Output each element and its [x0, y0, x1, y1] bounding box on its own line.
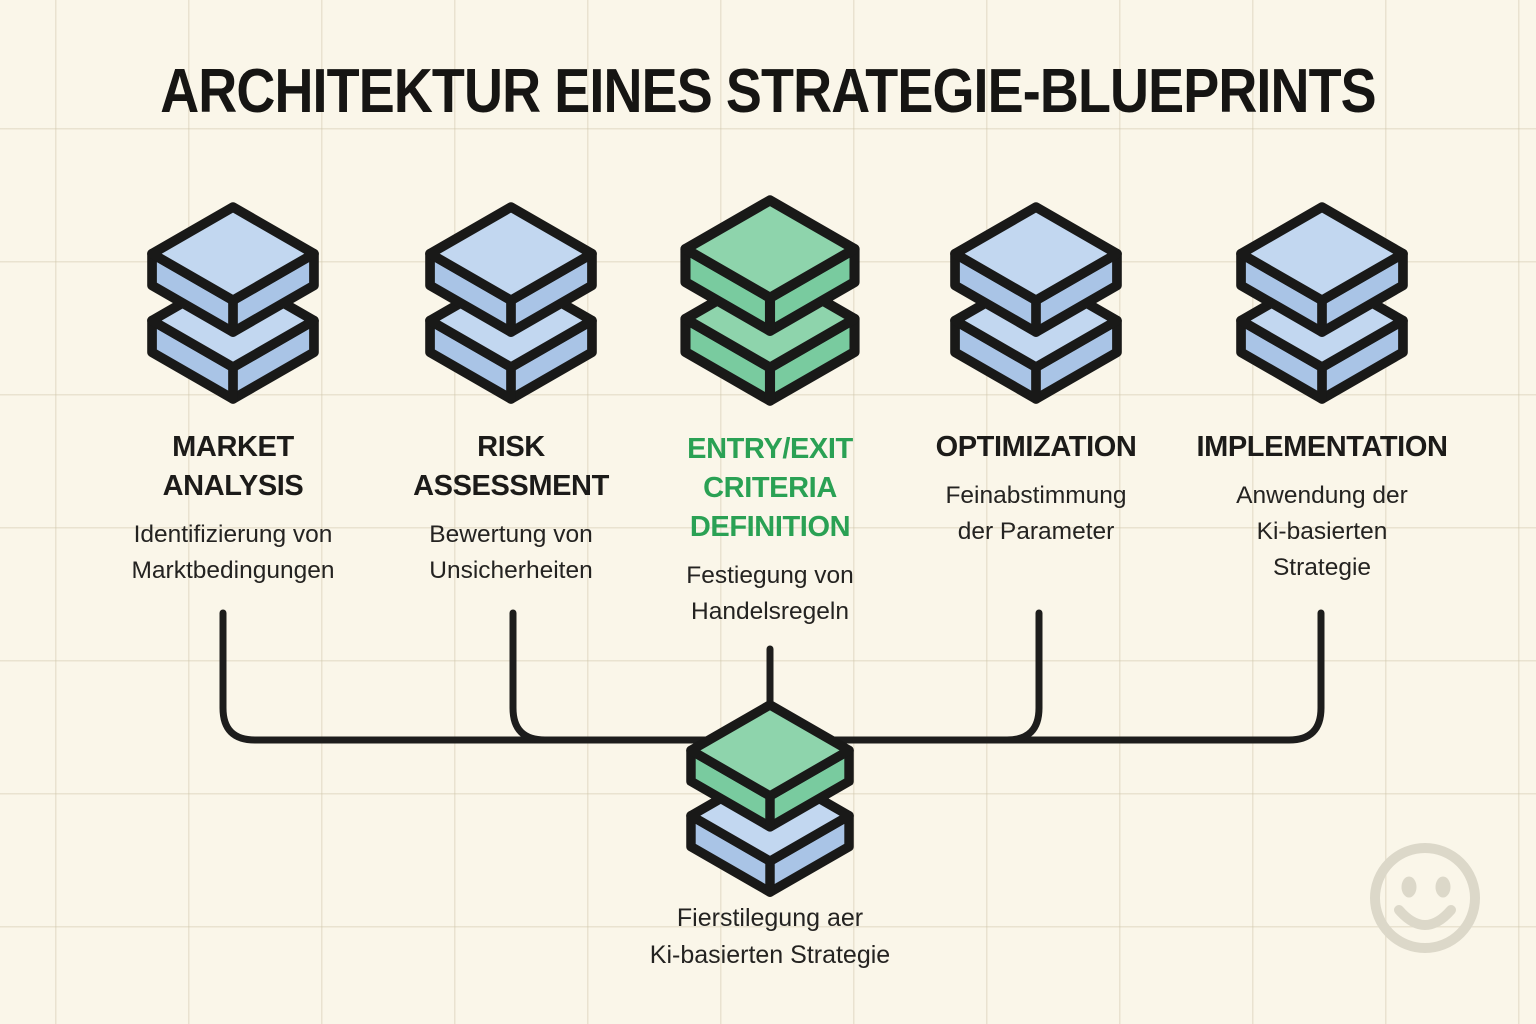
stage-heading: OPTIMIZATION [935, 431, 1137, 463]
stage-market-analysis: MARKET ANALYSIS Identifizierung von Mark… [83, 200, 383, 589]
layers-icon-green [620, 193, 920, 408]
stage-optimization: OPTIMIZATION Feinabstimmung der Paramete… [886, 200, 1186, 550]
page-title: ARCHITEKTUR EINES STRATEGIE-BLUEPRINTS [160, 57, 1376, 126]
stage-entry-exit-criteria: ENTRY/EXIT CRITERIA DEFINITION Festiegun… [620, 193, 920, 630]
stage-risk-assessment: RISK ASSESSMENT Bewertung von Unsicherhe… [361, 200, 661, 589]
smiley-watermark-icon [1370, 843, 1480, 953]
layers-icon [1172, 200, 1472, 406]
layers-icon [361, 200, 661, 406]
stage-heading: MARKET ANALYSIS [162, 431, 304, 502]
layers-icon [886, 200, 1186, 406]
stage-implementation: IMPLEMENTATION Anwendung der Ki-basierte… [1172, 200, 1472, 586]
stage-heading: RISK ASSESSMENT [413, 431, 609, 502]
stage-subtitle: Anwendung der Ki-basierten Strategie [1236, 482, 1408, 581]
stage-subtitle: Bewertung von Unsicherheiten [429, 521, 593, 584]
stage-heading: IMPLEMENTATION [1196, 431, 1448, 463]
stage-subtitle: Feinabstimmung der Parameter [945, 482, 1127, 545]
merge-node-label: Fierstilegung aer Ki-basierten Strategie [649, 904, 891, 969]
stage-heading: ENTRY/EXIT CRITERIA DEFINITION [687, 433, 853, 543]
layers-icon-green-blue [686, 700, 854, 897]
stage-subtitle: Festiegung von Handelsregeln [686, 562, 854, 625]
merge-node [684, 698, 856, 899]
layers-icon [83, 200, 383, 406]
stage-subtitle: Identifizierung von Marktbedingungen [131, 521, 335, 584]
